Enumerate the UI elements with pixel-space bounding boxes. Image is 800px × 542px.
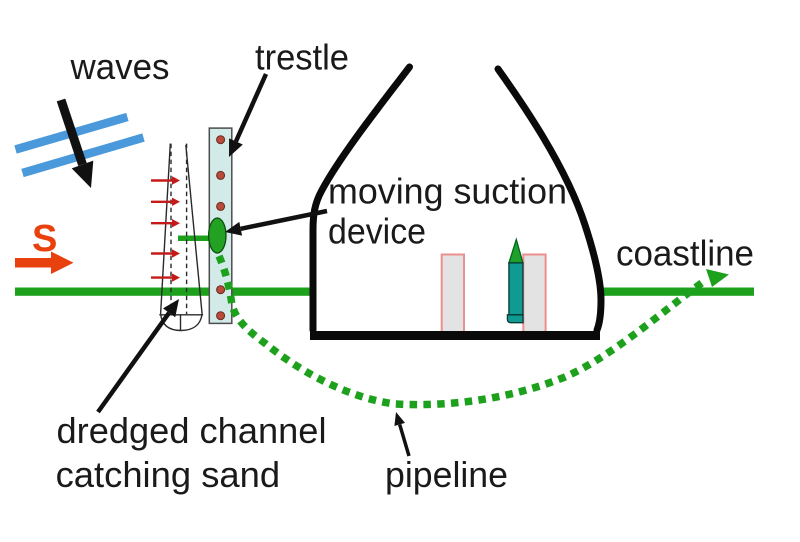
svg-text:dredged channel: dredged channel	[57, 410, 327, 451]
svg-text:catching sand: catching sand	[56, 454, 281, 495]
svg-text:coastline: coastline	[616, 233, 754, 274]
svg-text:moving suction: moving suction	[328, 171, 567, 212]
svg-text:device: device	[328, 211, 426, 252]
svg-text:S: S	[32, 218, 57, 260]
svg-text:trestle: trestle	[255, 37, 349, 78]
svg-text:pipeline: pipeline	[385, 454, 508, 495]
svg-text:waves: waves	[70, 46, 170, 87]
